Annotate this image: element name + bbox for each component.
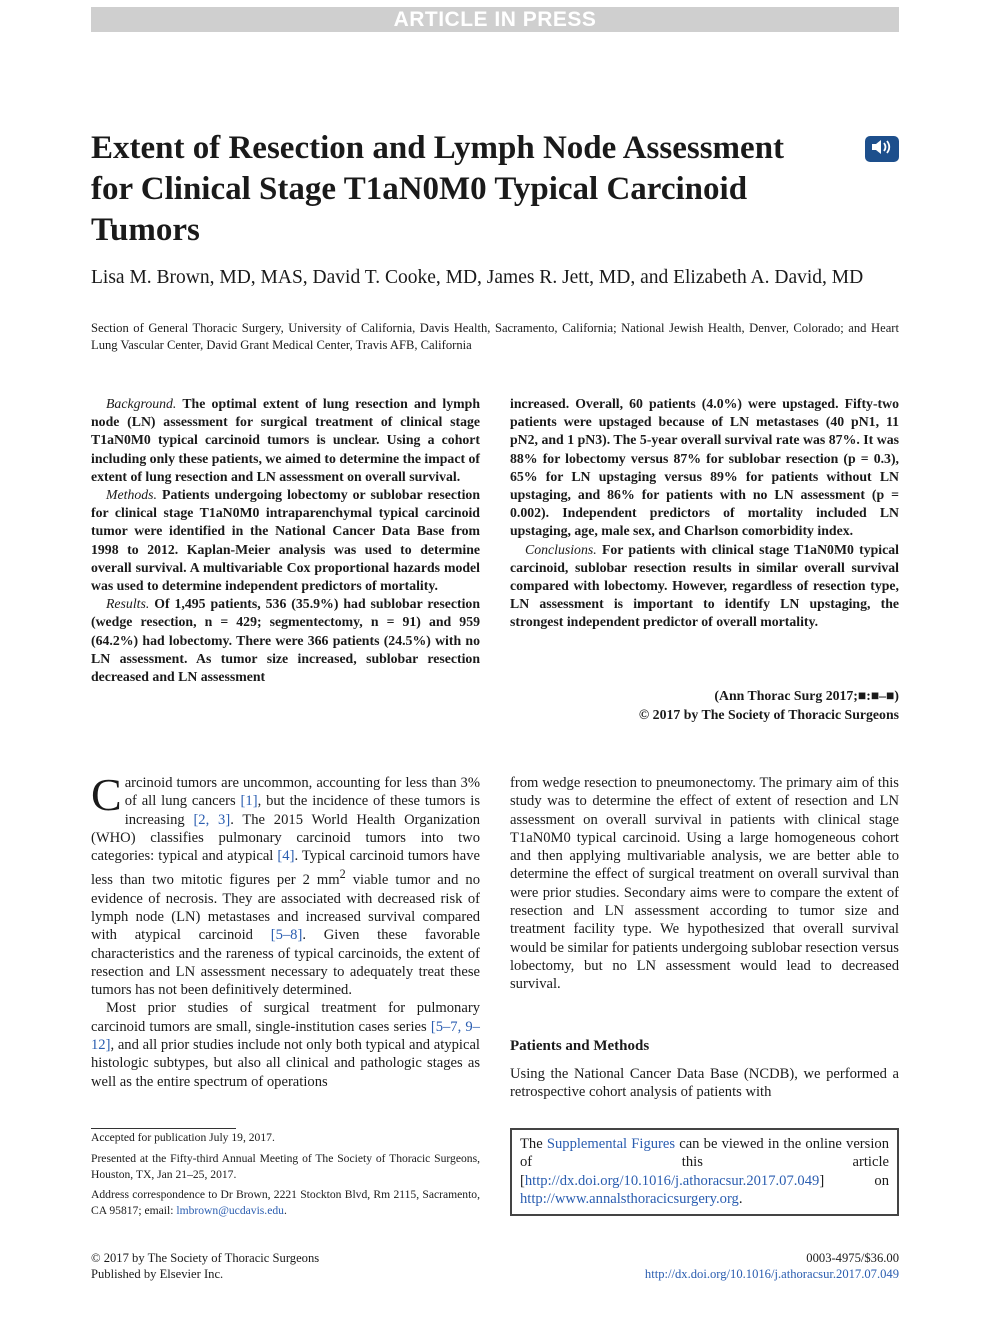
doi-link[interactable]: http://dx.doi.org/10.1016/j.athoracsur.2… xyxy=(524,1172,820,1189)
intro-paragraph-3: from wedge resection to pneumonectomy. T… xyxy=(510,775,899,993)
article-in-press-banner: ARTICLE IN PRESS xyxy=(91,7,899,32)
author-list: Lisa M. Brown, MD, MAS, David T. Cooke, … xyxy=(91,267,864,288)
article-title: Extent of Resection and Lymph Node Asses… xyxy=(91,130,785,248)
reference-link[interactable]: [2, 3] xyxy=(193,811,231,828)
journal-site-link[interactable]: http://www.annalsthoracicsurgery.org xyxy=(520,1190,739,1207)
abstract-methods: Methods. Patients undergoing lobectomy o… xyxy=(91,487,481,594)
supplemental-box: The Supplemental Figures can be viewed i… xyxy=(510,1128,899,1216)
footer-left: © 2017 by The Society of Thoracic Surgeo… xyxy=(91,1250,319,1282)
reference-link[interactable]: [5–7, 9–12] xyxy=(91,1018,480,1054)
conclusions-label: Conclusions. xyxy=(525,541,597,557)
correspondence-note: Address correspondence to Dr Brown, 2221… xyxy=(91,1188,480,1218)
methods-label: Methods. xyxy=(106,487,157,503)
abstract-conclusions: Conclusions. For patients with clinical … xyxy=(510,541,899,630)
email-link[interactable]: lmbrown@ucdavis.edu xyxy=(176,1204,284,1218)
footnotes: Accepted for publication July 19, 2017. … xyxy=(91,1130,480,1224)
reference-link[interactable]: [4] xyxy=(277,848,295,865)
accepted-note: Accepted for publication July 19, 2017. xyxy=(91,1131,275,1144)
drop-cap: C xyxy=(91,769,122,820)
affiliation: Section of General Thoracic Surgery, Uni… xyxy=(91,321,899,352)
section-heading: Patients and Methods xyxy=(510,1038,650,1054)
footer-copyright: © 2017 by The Society of Thoracic Surgeo… xyxy=(91,1251,320,1265)
results-label: Results. xyxy=(106,596,150,612)
footer-publisher: Published by Elsevier Inc. xyxy=(91,1267,224,1281)
abstract-background: Background. The optimal extent of lung r… xyxy=(91,396,480,484)
audio-button[interactable] xyxy=(865,136,899,162)
background-label: Background. xyxy=(106,396,177,411)
body-right-column: from wedge resection to pneumonectomy. T… xyxy=(510,774,899,994)
reference-link[interactable]: [1] xyxy=(240,793,258,810)
abstract-results-cont: increased. Overall, 60 patients (4.0%) w… xyxy=(510,396,899,539)
supplemental-figures-link[interactable]: Supplemental Figures xyxy=(546,1136,676,1152)
intro-paragraph-2: Most prior studies of surgical treatment… xyxy=(91,1000,480,1090)
footer-right: 0003-4975/$36.00 http://dx.doi.org/10.10… xyxy=(560,1250,899,1282)
footer-doi-link[interactable]: http://dx.doi.org/10.1016/j.athoracsur.2… xyxy=(644,1267,899,1281)
abstract-right-column: increased. Overall, 60 patients (4.0%) w… xyxy=(510,395,899,632)
journal-citation: (Ann Thorac Surg 2017;■:■–■) © 2017 by T… xyxy=(510,687,899,724)
methods-paragraph: Using the National Cancer Data Base (NCD… xyxy=(510,1066,899,1101)
presented-note: Presented at the Fifty-third Annual Meet… xyxy=(91,1151,480,1181)
footnote-divider xyxy=(91,1128,236,1129)
abstract-left-column: Background. The optimal extent of lung r… xyxy=(91,395,480,686)
reference-link[interactable]: [5–8] xyxy=(270,927,303,944)
abstract-copyright: © 2017 by The Society of Thoracic Surgeo… xyxy=(638,706,899,722)
speaker-icon xyxy=(870,138,894,161)
footer-issn: 0003-4975/$36.00 xyxy=(806,1251,899,1265)
abstract-results: Results. Of 1,495 patients, 536 (35.9%) … xyxy=(91,596,480,685)
